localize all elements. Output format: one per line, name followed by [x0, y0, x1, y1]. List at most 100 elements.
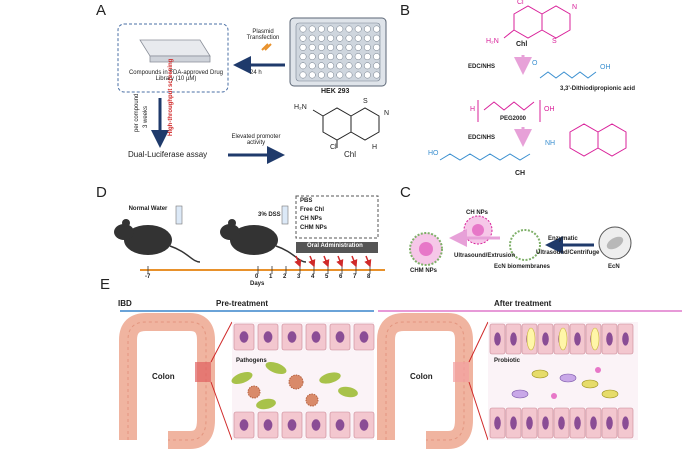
- chl-a-s: S: [363, 98, 368, 105]
- weeks-label: 3 weeks: [143, 105, 149, 128]
- ecn-label: EcN: [608, 264, 620, 270]
- day-label: 7: [353, 274, 357, 280]
- well: [336, 53, 344, 61]
- panel-label-b: B: [400, 2, 411, 19]
- well: [373, 34, 381, 42]
- group-pbs: PBS: [300, 198, 313, 204]
- probiotic-icon-group: [511, 367, 619, 399]
- edc-nhs-2: EDC/NHS: [468, 135, 496, 141]
- zoom-line-2a: [468, 321, 489, 363]
- chl-b-cl: Cl: [517, 0, 524, 6]
- cell-nucleus: [263, 331, 273, 343]
- zoom-line-2b: [468, 381, 489, 441]
- colon-label-1: Colon: [152, 372, 175, 381]
- well: [327, 62, 335, 70]
- colon-label-2: Colon: [410, 372, 433, 381]
- chm-nps-label: CHM NPs: [410, 268, 438, 274]
- chl-a-h: H: [372, 144, 378, 151]
- well: [363, 43, 371, 51]
- tube-icon-2: [281, 205, 289, 225]
- well: [308, 34, 316, 42]
- well: [345, 53, 353, 61]
- chl-structure-a: [312, 107, 380, 148]
- cell-nucleus: [558, 416, 565, 430]
- chm-np-icon: [409, 232, 443, 266]
- panel-d-graphics: [114, 195, 385, 274]
- panel-label-e: E: [100, 276, 111, 293]
- well: [308, 71, 316, 79]
- well: [345, 43, 353, 51]
- cell-nucleus: [494, 332, 501, 346]
- pathogens-label: Pathogens: [236, 358, 267, 364]
- chl-structure-b: [503, 5, 571, 39]
- cell-nucleus: [542, 416, 549, 430]
- well: [336, 43, 344, 51]
- well: [345, 71, 353, 79]
- well: [308, 53, 316, 61]
- zoom-line-1b: [210, 381, 233, 441]
- chl-b-s: S: [552, 38, 557, 45]
- well: [373, 71, 381, 79]
- cell-nucleus: [239, 419, 249, 431]
- well: [317, 25, 325, 33]
- day-label: 6: [339, 274, 343, 280]
- ch-nh: NH: [545, 140, 556, 147]
- zoom-line-1a: [210, 321, 233, 363]
- well: [373, 43, 381, 51]
- extrusion-label: Ultrasound/Extrusion: [454, 253, 516, 259]
- well: [299, 34, 307, 42]
- dose-arrow: [308, 255, 316, 268]
- day-label: 3: [297, 274, 301, 280]
- ch-np-icon: [463, 215, 493, 245]
- groups-box: [295, 195, 379, 239]
- well: [317, 62, 325, 70]
- pipette-icon: [261, 43, 272, 51]
- cell-nucleus: [510, 332, 517, 346]
- assay-label: Dual-Luciferase assay: [128, 150, 208, 159]
- cell-nucleus: [287, 331, 297, 343]
- panel-a-graphics: [117, 17, 387, 164]
- day-label: 0: [255, 274, 259, 280]
- dose-arrow: [350, 255, 358, 268]
- day-label: -7: [145, 274, 151, 280]
- well: [354, 34, 362, 42]
- cell-nucleus: [239, 331, 249, 343]
- chl-a-cl: Cl: [330, 144, 337, 151]
- colon-icon-1: [119, 313, 215, 449]
- per-compound-label: per compound: [134, 93, 140, 132]
- panel-c-graphics: [409, 215, 632, 266]
- cell-nucleus: [335, 419, 345, 431]
- well: [299, 53, 307, 61]
- hek-label: HEK 293: [321, 88, 350, 95]
- cell-nucleus: [622, 416, 629, 430]
- ch-label-b: CH: [515, 170, 526, 177]
- day-label: 4: [311, 274, 315, 280]
- well: [327, 34, 335, 42]
- well: [336, 71, 344, 79]
- well: [299, 62, 307, 70]
- well: [354, 43, 362, 51]
- promoter-label: Elevated promoter activity: [231, 134, 281, 146]
- dose-arrow: [294, 255, 302, 268]
- well: [336, 34, 344, 42]
- well: [317, 43, 325, 51]
- chl-a-n: N: [384, 110, 390, 117]
- goblet-cell: [526, 327, 536, 351]
- panel-label-a: A: [96, 2, 107, 19]
- chl-a-h2n: H₂N: [294, 104, 307, 111]
- library-label: Compounds in FDA-approved Drug Library (…: [128, 70, 224, 82]
- group-ch-nps: CH NPs: [300, 216, 323, 222]
- colon-icon-2: [377, 313, 473, 449]
- well: [345, 25, 353, 33]
- well: [317, 34, 325, 42]
- edc-nhs-1: EDC/NHS: [468, 64, 496, 70]
- well: [327, 25, 335, 33]
- peg-structure: [477, 100, 541, 122]
- normal-water-label: Normal Water: [128, 206, 168, 212]
- acid-oh: OH: [600, 64, 611, 71]
- screening-label: High-throughput screening: [168, 58, 174, 136]
- day-label: 1: [269, 274, 273, 280]
- well: [308, 25, 316, 33]
- mouse-icon-2: [220, 219, 307, 263]
- chl-b-n: N: [572, 4, 578, 11]
